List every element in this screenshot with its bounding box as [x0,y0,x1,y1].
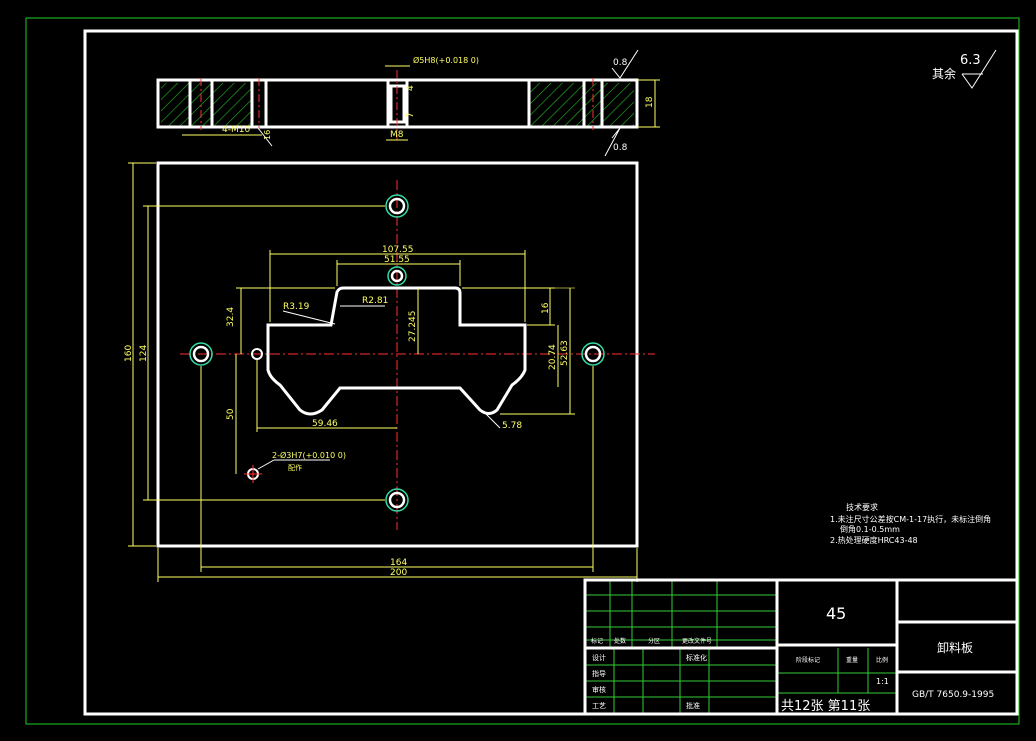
tech-line-2: 倒角0.1-0.5mm [840,524,900,534]
side-bore [386,80,409,127]
side-hatch-right [530,83,634,127]
label-zone: 分区 [648,637,660,645]
scale-value: 1:1 [876,677,889,686]
dim-7: 7 [406,112,416,118]
roughness-top: 0.8 [613,58,628,68]
label-weight: 重量 [846,656,858,664]
tech-title: 技术要求 [846,502,878,512]
dim-cavity-top: 51.55 [384,255,410,265]
hole-center [387,266,407,286]
label-process: 工艺 [592,702,606,710]
hole-right [581,342,605,366]
label-count: 处数 [614,637,626,645]
side-hatch-left [161,83,253,127]
inner-frame [83,29,1019,716]
roughness-bottom-icon [604,127,621,157]
hole-bottom [385,488,409,512]
surface-finish-value: 6.3 [960,53,981,68]
dim-4: 4 [406,85,416,91]
dim-27: 27.245 [408,311,418,343]
label-guide: 指导 [592,669,606,678]
dim-52: 52.63 [560,340,570,366]
title-block-frame [583,578,1019,716]
pin-hole-1 [251,348,263,360]
label-std: 标准化 [686,653,707,662]
pin-holes-label: 2-Ø3H7(+0.010 0) [272,450,346,460]
side-height: 18 [645,96,655,108]
dim-overall-height: 160 [124,345,134,362]
sheet-info: 共12张 第11张 [781,699,870,714]
surface-finish-symbol: 其余 6.3 [932,49,997,89]
label-scale: 比例 [876,656,888,664]
roughness-top-icon [611,49,639,79]
radius-1-label: R3.19 [283,302,310,312]
side-view: Ø5H8(+0.018 0) 4 7 M8 4-M10 16 0.8 0.8 1… [156,49,660,157]
thread-label: 4-M10 [222,125,250,135]
bore-tolerance-label: Ø5H8(+0.018 0) [413,55,479,65]
dim-32: 32.4 [226,307,236,327]
standard-value: GB/T 7650.9-1995 [912,690,994,700]
surface-finish-label: 其余 [932,66,956,81]
label-check: 审核 [592,685,606,694]
dim-overall-width: 200 [390,568,407,578]
dim-20: 20.74 [548,344,558,370]
label-stage: 阶段标记 [796,656,820,664]
radius-2-label: R2.81 [362,296,388,306]
tech-requirements: 技术要求 1.未注尺寸公差按CM-1-17执行，未标注倒角 倒角0.1-0.5m… [830,502,991,545]
hole-top [385,194,409,218]
dim-m8: M8 [390,130,404,140]
cavity-outline [266,286,527,416]
dim-16: 16 [541,302,551,314]
roughness-icon [961,49,997,89]
side-outline [156,78,639,129]
tech-line-1: 1.未注尺寸公差按CM-1-17执行，未标注倒角 [830,514,991,524]
label-mark: 标记 [591,637,603,645]
roughness-bottom: 0.8 [613,143,628,153]
dim-5: 5.78 [502,421,522,431]
label-change: 更改文件号 [682,637,712,645]
tech-line-3: 2.热处理硬度HRC43-48 [830,535,918,545]
dim-cavity-width: 107.55 [382,245,414,255]
title-block: 标记 处数 分区 更改文件号 设计 标准化 指导 审核 工艺 批准 阶段标记 重… [583,578,1019,716]
dim-hole-spacing-x: 164 [390,558,407,568]
outer-border [25,17,1020,725]
material-value: 45 [826,604,846,623]
revision-grid [586,581,897,714]
pin-note-label: 配作 [288,463,302,472]
dim-59: 59.46 [312,419,338,429]
label-design: 设计 [592,653,606,662]
label-approve: 批准 [686,701,700,710]
dim-hole-spacing-y: 124 [139,345,149,362]
front-view: 200 164 160 124 107.55 51.55 R3.19 R2.81… [124,161,655,582]
dim-50: 50 [226,408,236,420]
depth-16-label: 16 [263,130,272,140]
part-name: 卸料板 [937,640,973,655]
hole-left [189,342,213,366]
